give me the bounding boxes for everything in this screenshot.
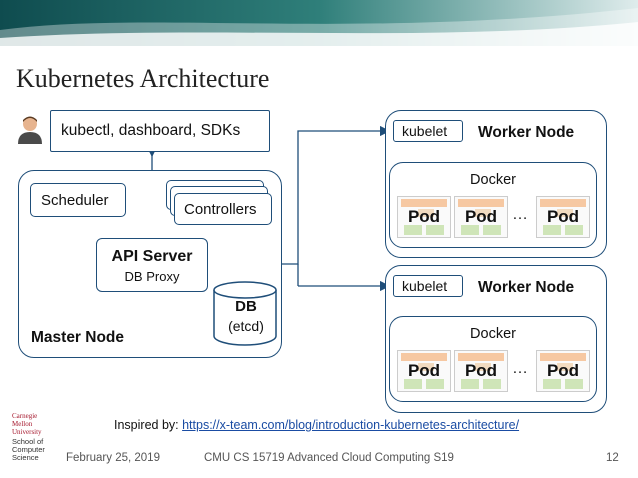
slide-title: Kubernetes Architecture (16, 64, 270, 93)
pod-label: Pod (464, 207, 498, 226)
controllers-box[interactable]: Controllers (174, 193, 272, 225)
credit-link[interactable]: https://x-team.com/blog/introduction-kub… (182, 418, 520, 432)
page-number: 12 (606, 452, 619, 464)
db-label: DB (235, 298, 257, 315)
pod-label: Pod (407, 207, 441, 226)
db-sublabel: (etcd) (228, 318, 264, 334)
credit-prefix: Inspired by: (114, 418, 183, 432)
credit-line: Inspired by: https://x-team.com/blog/int… (114, 418, 519, 432)
logo-line: Science (12, 453, 39, 462)
api-server-label: API Server (111, 248, 193, 265)
kubelet-box[interactable]: kubelet (393, 120, 463, 142)
logo-line: Mellon (12, 420, 33, 428)
cmu-logo: Carnegie Mellon University (12, 412, 42, 436)
pod[interactable]: Pod (454, 196, 508, 238)
api-server-box[interactable]: API Server DB Proxy (96, 238, 208, 292)
pods-ellipsis: … (512, 206, 528, 223)
kubelet-label: kubelet (402, 123, 448, 139)
scheduler-label: Scheduler (41, 192, 109, 209)
pod[interactable]: Pod (454, 350, 508, 392)
api-server-sublabel: DB Proxy (124, 269, 180, 284)
client-label: kubectl, dashboard, SDKs (61, 122, 241, 139)
logo-line: School of (12, 437, 44, 446)
db-cylinder[interactable] (212, 280, 280, 346)
docker-label: Docker (470, 326, 516, 342)
pod-label: Pod (407, 361, 441, 380)
logo-line: Computer (12, 445, 45, 454)
pod[interactable]: Pod (536, 350, 590, 392)
worker-node-title: Worker Node (478, 124, 575, 141)
pods-ellipsis: … (512, 360, 528, 377)
scheduler-box[interactable]: Scheduler (30, 183, 126, 217)
header-banner (0, 0, 638, 46)
logo-line: Carnegie (12, 412, 38, 420)
kubelet-label: kubelet (402, 278, 448, 294)
controllers-label: Controllers (184, 201, 257, 218)
logo-line: University (12, 428, 42, 436)
client-box[interactable]: kubectl, dashboard, SDKs (50, 110, 270, 152)
worker-node-title: Worker Node (478, 279, 575, 296)
footer-course: CMU CS 15719 Advanced Cloud Computing S1… (204, 452, 454, 464)
kubelet-box[interactable]: kubelet (393, 275, 463, 297)
pod-label: Pod (464, 361, 498, 380)
pod[interactable]: Pod (536, 196, 590, 238)
pod-label: Pod (546, 207, 580, 226)
pod-label: Pod (546, 361, 580, 380)
footer-date: February 25, 2019 (66, 452, 160, 464)
docker-label: Docker (470, 172, 516, 188)
pod[interactable]: Pod (397, 350, 451, 392)
user-icon (16, 114, 44, 144)
master-node-title: Master Node (31, 329, 125, 346)
pod[interactable]: Pod (397, 196, 451, 238)
scs-logo: School of Computer Science (12, 438, 45, 462)
